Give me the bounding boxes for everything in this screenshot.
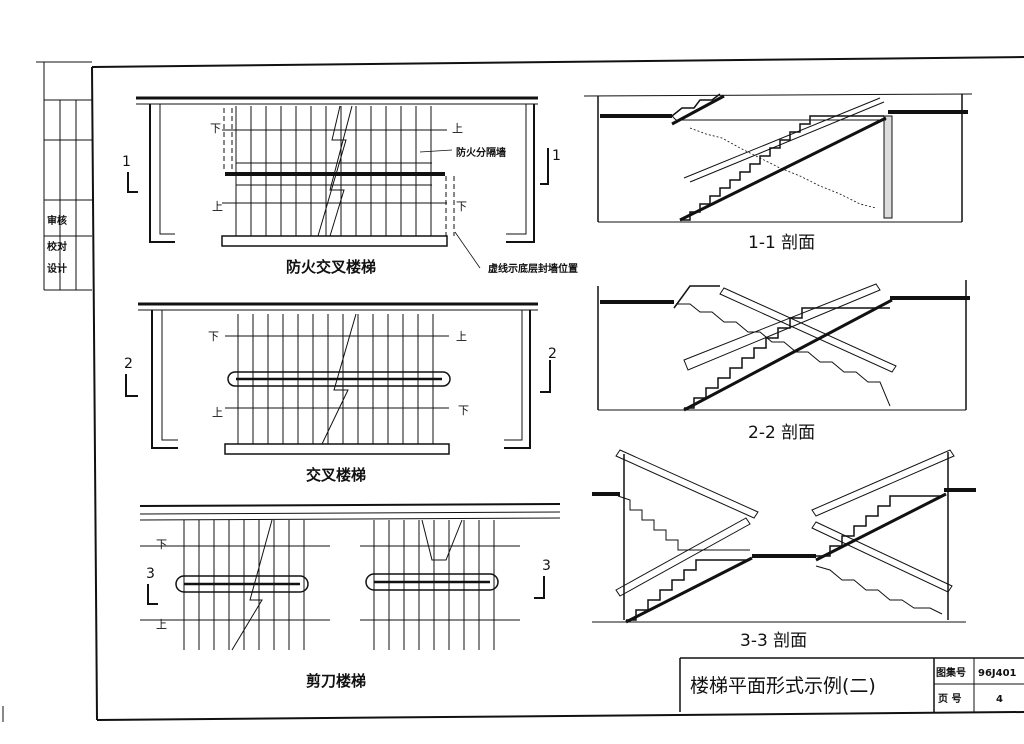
note-dashed-wall: 虚线示底层封墙位置: [488, 262, 578, 275]
caption-scissor: 剪刀楼梯: [306, 672, 366, 690]
section-3-3-label: 3-3 剖面: [740, 631, 807, 651]
label-up-1b: 上: [212, 200, 223, 213]
label-up-2b: 上: [212, 406, 223, 419]
atlas-number: 96J401: [978, 668, 1017, 679]
label-up-3: 上: [156, 618, 167, 631]
plan-cross-labels: 交叉楼梯 2 2 下 上 上 下: [124, 330, 557, 484]
label-down-3: 下: [156, 538, 167, 551]
plan-scissor-labels: 剪刀楼梯 3 3 下 上: [146, 538, 551, 690]
sheet-border: [91, 56, 1024, 721]
cut-mark-2-right: 2: [548, 346, 557, 362]
caption-fire-cross: 防火交叉楼梯: [286, 258, 376, 276]
title-block-title: 楼梯平面形式示例(二): [690, 675, 876, 697]
section-2-2-label: 2-2 剖面: [748, 423, 815, 443]
plan-fire-cross-labels: 防火交叉楼梯 防火分隔墙 虚线示底层封墙位置 1 1 下 上 上 下: [122, 122, 578, 276]
plan-fire-cross-stair: [127, 96, 549, 269]
title-block: [679, 657, 1024, 712]
caption-cross: 交叉楼梯: [306, 466, 366, 484]
note-fire-wall: 防火分隔墙: [456, 146, 506, 159]
left-stamp-labels: 审核 校对 设计: [47, 214, 67, 275]
section-3-3: [592, 449, 976, 624]
cut-mark-2-left: 2: [124, 356, 133, 372]
page-label: 页 号: [938, 693, 961, 705]
cut-mark-3-left: 3: [146, 566, 155, 582]
label-down-2b: 下: [458, 404, 469, 417]
left-stamp: [2, 61, 92, 722]
label-down-2: 下: [208, 330, 219, 343]
plan-scissor-stair: [139, 503, 561, 651]
cut-mark-3-right: 3: [542, 558, 551, 574]
plan-cross-stair: [125, 302, 551, 455]
stamp-row-1: 审核: [47, 214, 67, 227]
stamp-row-2: 校对: [47, 240, 67, 253]
cut-mark-1-right: 1: [552, 148, 561, 164]
stamp-row-3: 设计: [47, 262, 67, 275]
label-up-2: 上: [456, 330, 467, 343]
section-1-1-label: 1-1 剖面: [748, 233, 815, 253]
section-2-2: [597, 280, 970, 412]
section-1-1: [583, 93, 973, 223]
label-down-1b: 下: [456, 200, 467, 213]
label-up-1: 上: [452, 122, 463, 135]
page-number: 4: [996, 694, 1003, 705]
label-down-1: 下: [210, 122, 221, 135]
atlas-label: 图集号: [936, 666, 966, 679]
cut-mark-1-left: 1: [122, 154, 131, 170]
